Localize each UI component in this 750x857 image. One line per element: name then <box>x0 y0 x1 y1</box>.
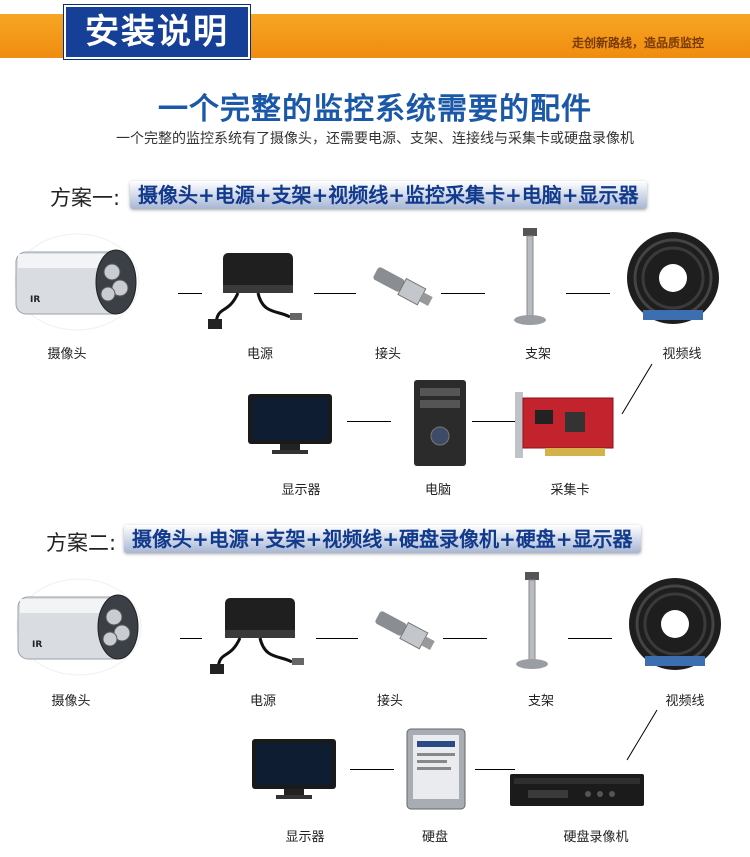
connector-line <box>314 293 356 294</box>
connector-line <box>350 769 394 770</box>
caption-capture-card: 采集卡 <box>550 483 590 498</box>
hard-disk-image <box>405 727 467 815</box>
caption-power: 电源 <box>249 694 276 709</box>
bracket-image <box>505 228 555 332</box>
capture-card-image <box>515 392 615 468</box>
connector-line <box>178 293 202 294</box>
computer-image <box>412 378 468 472</box>
video-cable-image <box>627 574 722 678</box>
connector-line <box>472 421 516 422</box>
connector-line <box>347 421 391 422</box>
monitor-image <box>250 737 338 805</box>
caption-video-cable: 视频线 <box>665 694 705 709</box>
page-title: 一个完整的监控系统需要的配件 <box>158 92 592 127</box>
caption-monitor: 显示器 <box>281 483 321 498</box>
header-banner: 安装说明 走创新路线，造品质监控 <box>0 0 750 59</box>
bnc-connector-image <box>368 262 438 316</box>
caption-dvr: 硬盘录像机 <box>563 830 629 845</box>
connector-diagonal <box>621 363 653 415</box>
caption-connector: 接头 <box>376 694 403 709</box>
caption-computer: 电脑 <box>424 483 451 498</box>
caption-hard-disk: 硬盘 <box>421 830 448 845</box>
camera-image: IR <box>14 575 144 679</box>
connector-line <box>475 769 515 770</box>
caption-connector: 接头 <box>374 347 401 362</box>
banner-slogan: 走创新路线，造品质监控 <box>571 36 704 50</box>
dvr-image <box>508 770 646 812</box>
plan2-formula: 摄像头+电源+支架+视频线+硬盘录像机+硬盘+显示器 <box>124 525 641 553</box>
caption-monitor: 显示器 <box>285 830 325 845</box>
monitor-image <box>246 392 334 460</box>
connector-line <box>568 638 612 639</box>
connector-diagonal <box>626 709 658 761</box>
power-adapter-image <box>208 245 303 344</box>
bracket-image <box>507 572 557 676</box>
caption-bracket: 支架 <box>527 694 554 709</box>
connector-line <box>180 638 202 639</box>
video-cable-image <box>625 228 720 332</box>
connector-line <box>316 638 358 639</box>
caption-camera: 摄像头 <box>51 694 91 709</box>
banner-title: 安装说明 <box>64 5 250 59</box>
caption-bracket: 支架 <box>524 347 551 362</box>
power-adapter-image <box>210 590 305 689</box>
plan2-label: 方案二: <box>46 531 117 555</box>
connector-line <box>566 293 610 294</box>
connector-line <box>443 638 487 639</box>
camera-brand: IR <box>32 640 42 650</box>
plan1-formula: 摄像头+电源+支架+视频线+监控采集卡+电脑+显示器 <box>130 181 647 209</box>
camera-brand: IR <box>30 295 40 305</box>
caption-camera: 摄像头 <box>47 347 87 362</box>
plan1-label: 方案一: <box>50 186 121 210</box>
camera-image: IR <box>12 230 142 334</box>
bnc-connector-image <box>370 606 440 660</box>
caption-power: 电源 <box>246 347 273 362</box>
connector-line <box>441 293 485 294</box>
caption-video-cable: 视频线 <box>662 347 702 362</box>
page-subtitle: 一个完整的监控系统有了摄像头，还需要电源、支架、连接线与采集卡或硬盘录像机 <box>116 131 634 147</box>
